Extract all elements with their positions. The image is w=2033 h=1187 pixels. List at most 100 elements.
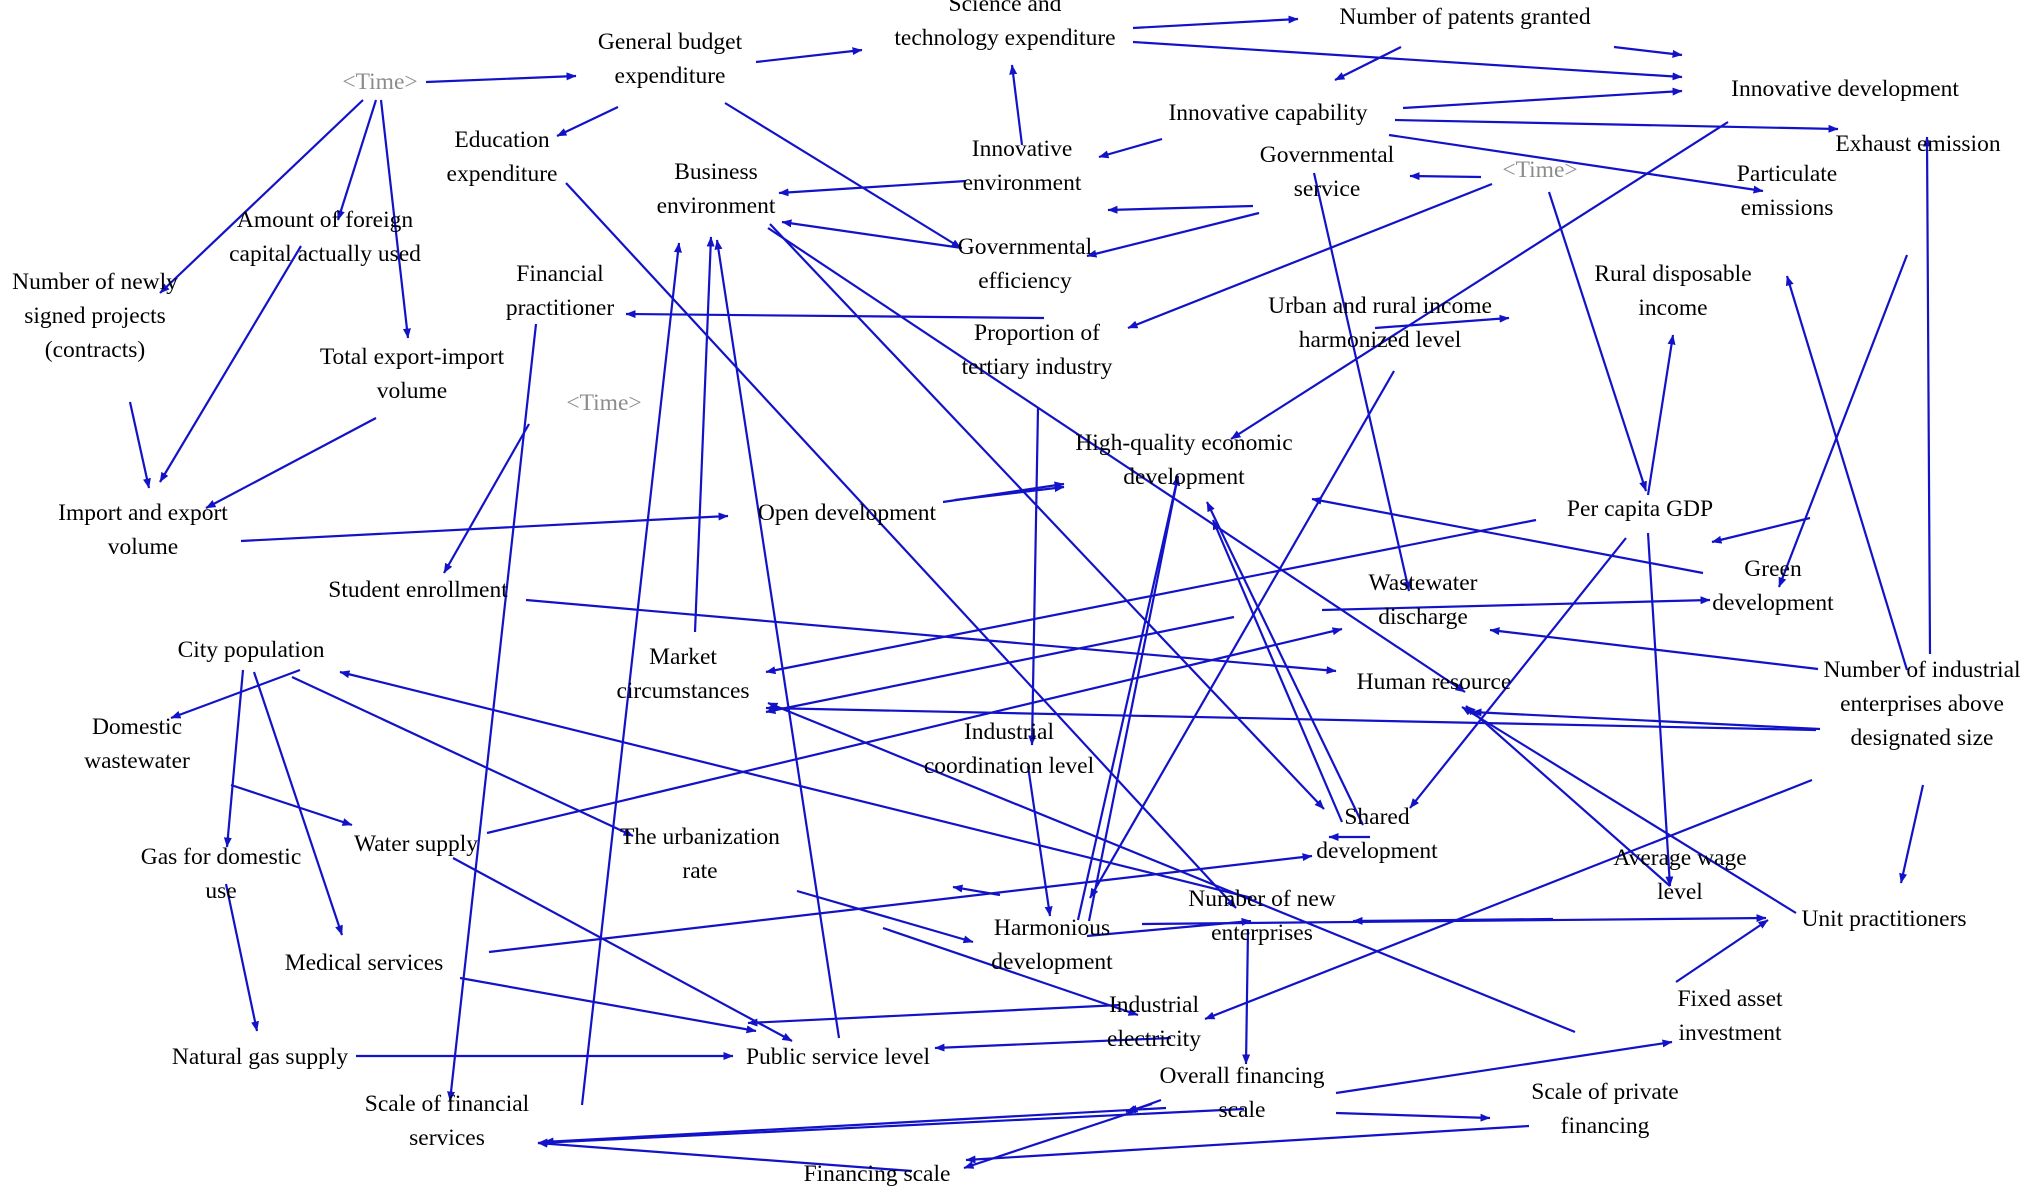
causal-link-arrow <box>170 668 301 720</box>
node-label-line: Education <box>454 127 550 153</box>
node-label: Innovative development <box>1731 76 1959 102</box>
node-label-line: <Time> <box>566 390 641 416</box>
causal-link-arrow <box>778 179 967 197</box>
causal-link-arrow <box>765 704 1817 732</box>
node-label: Import and export volume <box>58 500 228 560</box>
node-label-line: Average wage <box>1613 845 1746 871</box>
node-label-line: use <box>205 878 236 904</box>
node-per-capita-gdp: Per capita GDP <box>1567 496 1713 522</box>
node-label-line: Rural disposable <box>1594 261 1751 287</box>
node-label-line: expenditure <box>615 63 726 89</box>
causal-link-arrow <box>425 72 577 84</box>
node-label-line: Market <box>649 644 717 670</box>
node-label-line: General budget <box>598 29 743 55</box>
causal-link-arrow <box>537 1139 913 1173</box>
causal-link-arrow <box>1086 211 1260 258</box>
causal-link-arrow <box>1335 1111 1491 1122</box>
causal-link-arrow <box>537 1107 1245 1147</box>
node-label-line: Business <box>674 159 758 185</box>
causal-link-arrow <box>252 671 344 936</box>
node-financing-scale: Financing scale <box>804 1161 951 1187</box>
node-label-line: practitioner <box>506 295 614 321</box>
node-label-line: Import and export <box>58 500 228 526</box>
causal-link-arrow <box>1204 778 1813 1021</box>
node-label-line: wastewater <box>84 748 190 774</box>
node-label-line: Harmonious <box>994 915 1110 941</box>
causal-link-arrow <box>240 512 729 543</box>
node-label: <Time> <box>566 390 641 416</box>
causal-link-arrow <box>459 976 757 1034</box>
node-label: Water supply <box>354 831 478 857</box>
node-label-line: Innovative capability <box>1168 100 1367 126</box>
node-label-line: electricity <box>1107 1026 1201 1052</box>
causal-link-arrow <box>767 701 1576 1034</box>
causal-link-arrow <box>1132 40 1683 81</box>
node-label-line: Gas for domestic <box>141 844 302 870</box>
node-city-population: City population <box>178 637 325 663</box>
node-label-line: circumstances <box>616 678 749 704</box>
node-label-line: Green <box>1744 556 1802 582</box>
node-label: <Time> <box>342 69 417 95</box>
causal-link-arrow <box>1646 532 1674 887</box>
node-label-line: capital actually used <box>229 241 421 267</box>
node-label-line: Total export-import <box>320 344 505 370</box>
node-import-export: Import and export volume <box>58 500 228 560</box>
node-label: Unit practitioners <box>1801 906 1966 932</box>
node-label: <Time> <box>1502 157 1577 183</box>
causal-link-arrow <box>1388 133 1764 194</box>
node-exhaust-emission: Exhaust emission <box>1835 131 2000 157</box>
node-label-line: High-quality economic <box>1075 430 1292 456</box>
causal-link-arrow <box>1547 191 1648 492</box>
node-label-line: volume <box>108 534 179 560</box>
causal-link-arrow <box>205 417 377 509</box>
causal-link-arrow <box>1127 182 1493 330</box>
node-label-line: services <box>409 1125 485 1151</box>
node-label-line: Exhaust emission <box>1835 131 2000 157</box>
node-label-line: Amount of foreign <box>237 207 413 233</box>
node-label-line: Medical services <box>285 950 444 976</box>
node-label: Market circumstances <box>616 644 749 704</box>
causal-link-arrow <box>724 102 962 249</box>
node-label-line: Number of patents granted <box>1339 4 1590 30</box>
causal-link-arrow <box>1374 314 1510 330</box>
node-label-line: (contracts) <box>45 337 145 363</box>
causal-link-arrow <box>1311 496 1704 575</box>
node-label: Natural gas supply <box>172 1044 348 1070</box>
node-label-line: Innovative <box>972 136 1073 162</box>
node-label: City population <box>178 637 325 663</box>
causal-link-arrow <box>625 310 1045 320</box>
causal-link-arrow <box>1132 15 1299 30</box>
node-medical-services: Medical services <box>285 950 444 976</box>
node-label-line: tertiary industry <box>962 354 1113 380</box>
node-label-line: coordination level <box>924 753 1095 779</box>
causal-link-arrow <box>1312 172 1411 592</box>
causal-link-arrow <box>1646 334 1676 496</box>
node-label-line: rate <box>682 858 717 884</box>
causal-link-arrow <box>765 518 1537 675</box>
causal-link-arrow <box>1777 254 1909 588</box>
node-label-line: Public service level <box>746 1044 930 1070</box>
node-label-line: Shared <box>1344 804 1410 830</box>
node-label-line: technology expenditure <box>894 25 1115 51</box>
node-natural-gas-supply: Natural gas supply <box>172 1044 348 1070</box>
causal-link-arrow <box>339 670 1253 900</box>
causal-link-arrow <box>1107 204 1254 214</box>
causal-link-arrow <box>952 884 1001 897</box>
causal-link-arrow <box>1335 1039 1673 1095</box>
node-label-line: Financial <box>516 261 604 287</box>
causal-link-arrow <box>1899 784 1925 884</box>
causal-link-arrow <box>769 223 1325 810</box>
